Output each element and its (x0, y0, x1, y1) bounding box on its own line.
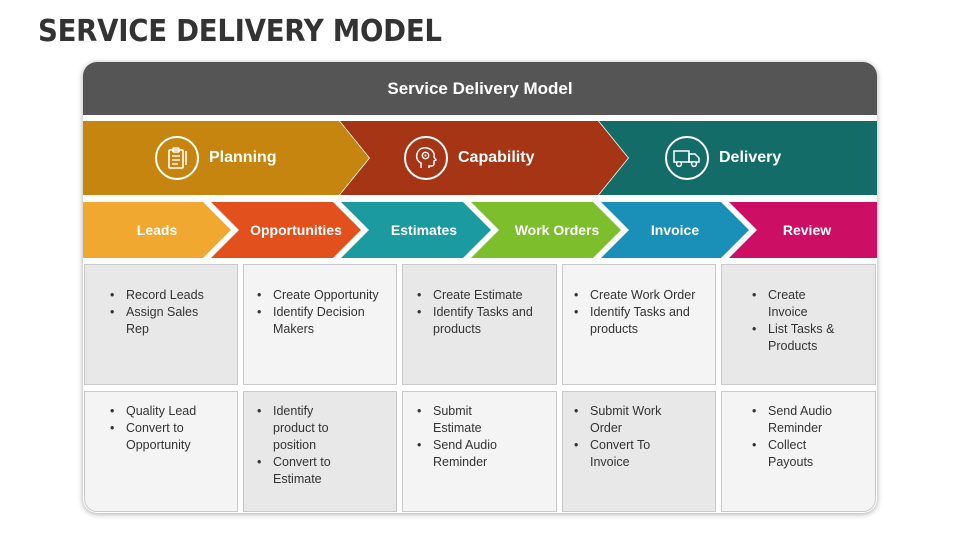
step-estimates: Estimates (369, 202, 479, 258)
step-label: Review (782, 222, 832, 238)
cell-estimates-row2: Submit Estimate Send Audio Reminder (402, 391, 557, 512)
list-item: Create Work Order (574, 287, 714, 304)
list-item: Record Leads (110, 287, 205, 304)
list-item: Create Estimate (417, 287, 555, 304)
list-item: Convert to Estimate (257, 454, 347, 488)
step-chevron-leads (83, 202, 231, 258)
phase-chevron-delivery (599, 121, 877, 195)
list-item: Assign Sales Rep (110, 304, 205, 338)
phase-label: Delivery (719, 149, 782, 166)
step-chevron-invoice (601, 202, 749, 258)
step-chevron-opportunities (211, 202, 361, 258)
list-item: Identify Tasks and products (574, 304, 714, 338)
step-invoice: Invoice (629, 202, 721, 258)
cell-leads-row1: Record Leads Assign Sales Rep (84, 264, 238, 385)
clipboard-icon (155, 136, 199, 180)
list-item: Quality Lead (110, 403, 235, 420)
page-title: SERVICE DELIVERY MODEL (38, 14, 442, 49)
list-item: Create Invoice (752, 287, 844, 321)
phase-delivery: Delivery (665, 121, 781, 195)
phase-capability: Capability (404, 121, 534, 195)
cell-review-row2: Send Audio Reminder Collect Payouts (721, 391, 876, 512)
phase-planning: Planning (155, 121, 277, 195)
list-item: Identify Tasks and products (417, 304, 555, 338)
list-item: Convert to Opportunity (110, 420, 235, 454)
diagram-header-title: Service Delivery Model (387, 78, 573, 98)
step-label: Opportunities (250, 222, 342, 238)
step-leads: Leads (103, 202, 211, 258)
truck-icon (665, 136, 709, 180)
step-chevron-work-orders (471, 202, 621, 258)
step-chevrons (83, 202, 877, 258)
cell-estimates-row1: Create Estimate Identify Tasks and produ… (402, 264, 557, 385)
cell-leads-row2: Quality Lead Convert to Opportunity (84, 391, 238, 512)
cell-opportunities-row2: Identify product to position Convert to … (243, 391, 397, 512)
list-item: Collect Payouts (752, 437, 842, 471)
step-label: Invoice (650, 222, 700, 238)
list-item: Send Audio Reminder (752, 403, 842, 437)
step-chevron-estimates (341, 202, 491, 258)
list-item: Send Audio Reminder (417, 437, 517, 471)
step-work-orders: Work Orders (499, 202, 615, 258)
step-label: Estimates (390, 222, 458, 238)
list-item: Submit Estimate (417, 403, 517, 437)
step-review: Review (757, 202, 857, 258)
step-opportunities: Opportunities (239, 202, 353, 258)
cell-review-row1: Create Invoice List Tasks & Products (721, 264, 876, 385)
diagram-header: Service Delivery Model (83, 62, 877, 115)
list-item: Create Opportunity (257, 287, 389, 304)
phase-chevron-planning (83, 121, 369, 195)
phase-label: Capability (458, 149, 535, 166)
list-item: List Tasks & Products (752, 321, 844, 355)
cell-work-orders-row2: Submit Work Order Convert To Invoice (562, 391, 716, 512)
list-item: Identify product to position (257, 403, 347, 454)
diagram-panel: Service Delivery Model Planning (83, 62, 877, 513)
cell-opportunities-row1: Create Opportunity Identify Decision Mak… (243, 264, 397, 385)
list-item: Identify Decision Makers (257, 304, 389, 338)
cell-work-orders-row1: Create Work Order Identify Tasks and pro… (562, 264, 716, 385)
list-item: Submit Work Order (574, 403, 682, 437)
list-item: Convert To Invoice (574, 437, 682, 471)
phase-label: Planning (209, 149, 277, 166)
step-label: Work Orders (514, 222, 600, 238)
step-chevron-review (729, 202, 877, 258)
head-gear-icon (404, 136, 448, 180)
step-label: Leads (136, 222, 178, 238)
